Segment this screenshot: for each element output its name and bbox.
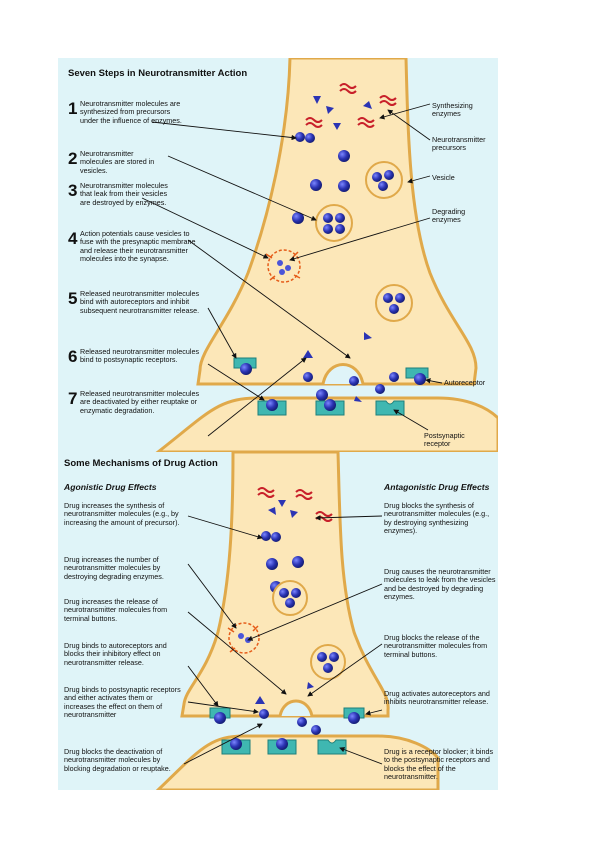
antagonistic-effect-3: Drug blocks the release of the neurotran… [384, 633, 488, 659]
synapse-diagram-top [141, 58, 498, 452]
drug-mechanisms-panel: Some Mechanisms of Drug Action Agonistic… [58, 452, 498, 790]
neurotransmitter-steps-panel: Seven Steps in Neurotransmitter Action 1… [58, 58, 498, 452]
agonistic-effect-1: Drug increases the synthesis of neurotra… [64, 501, 180, 527]
bottom-panel-title: Some Mechanisms of Drug Action [64, 458, 218, 469]
step-3-number: 3 [68, 181, 78, 200]
top-panel-title: Seven Steps in Neurotransmitter Action [68, 68, 248, 79]
degrading-enzymes-label: Degrading enzymes [432, 207, 466, 225]
step-6-number: 6 [68, 347, 78, 366]
step-1-number: 1 [68, 99, 78, 118]
synthesizing-enzymes-label: Synthesizing enzymes [432, 101, 473, 119]
agonistic-effect-3: Drug increases the release of neurotrans… [64, 597, 168, 623]
postsynaptic-membrane [155, 396, 498, 452]
degrading-enzymes [265, 249, 301, 283]
agonistic-effect-4: Drug binds to autoreceptors and blocks t… [64, 641, 167, 667]
synapse-diagram-bottom [155, 452, 440, 790]
antagonistic-effect-2: Drug causes the neurotransmitter molecul… [384, 567, 496, 601]
step-6-text: Released neurotransmitter molecules bind… [80, 347, 200, 365]
antagonistic-effect-4: Drug activates autoreceptors and inhibit… [384, 689, 490, 707]
step-3-text: Neurotransmitter molecules that leak fro… [80, 181, 168, 207]
agonistic-effect-2: Drug increases the number of neurotransm… [64, 555, 164, 581]
precursors-label: Neurotransmitter precursors [432, 135, 486, 153]
step-5-text: Released neurotransmitter molecules bind… [80, 289, 200, 315]
agonistic-effect-5: Drug binds to postsynaptic receptors and… [64, 685, 181, 719]
antagonistic-effect-1: Drug blocks the synthesis of neurotransm… [384, 501, 490, 535]
step-7-number: 7 [68, 389, 78, 408]
agonistic-header: Agonistic Drug Effects [64, 482, 157, 492]
step-4-text: Action potentials cause vesicles to fuse… [80, 229, 196, 263]
antagonistic-header: Antagonistic Drug Effects [384, 482, 490, 492]
step-1-text: Neurotransmitter molecules are synthesiz… [80, 99, 182, 125]
agonistic-effect-6: Drug blocks the deactivation of neurotra… [64, 747, 171, 773]
postsynaptic-receptor-label: Postsynaptic receptor [424, 431, 465, 449]
step-7-text: Released neurotransmitter molecules are … [80, 389, 200, 415]
step-2-number: 2 [68, 149, 78, 168]
autoreceptor-label: Autoreceptor [444, 378, 486, 387]
step-4-number: 4 [68, 229, 78, 248]
step-5-number: 5 [68, 289, 78, 308]
antagonistic-effect-5: Drug is a receptor blocker; it binds to … [384, 747, 494, 781]
vesicle-label: Vesicle [432, 173, 455, 182]
step-2-text: Neurotransmitter molecules are stored in… [80, 149, 155, 175]
